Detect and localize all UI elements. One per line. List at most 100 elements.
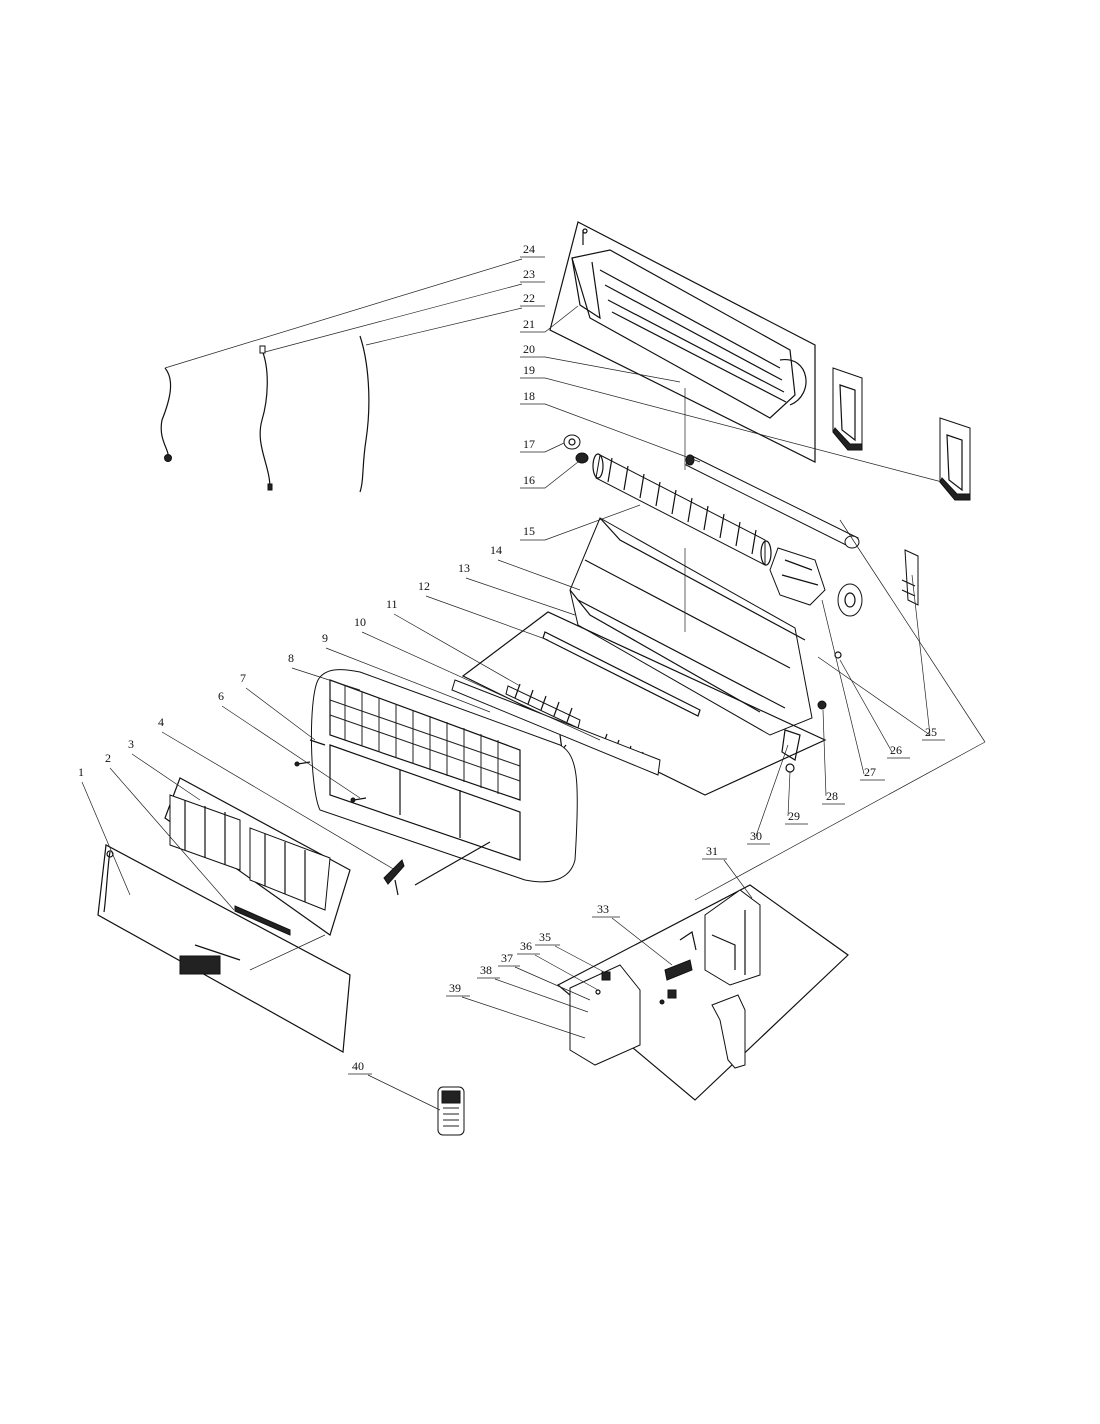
svg-text:17: 17	[523, 437, 535, 451]
svg-text:8: 8	[288, 651, 294, 665]
callout-40: 40	[348, 1059, 441, 1111]
svg-text:23: 23	[523, 267, 535, 281]
callout-21: 21	[520, 305, 579, 333]
svg-text:20: 20	[523, 342, 535, 356]
svg-text:37: 37	[501, 951, 513, 965]
callout-22: 22	[365, 291, 545, 346]
terminal-block	[664, 931, 697, 981]
svg-text:3: 3	[128, 737, 134, 751]
callout-9: 9	[322, 631, 491, 713]
evaporator-assembly	[549, 221, 816, 463]
callout-23: 23	[264, 267, 545, 353]
svg-text:2: 2	[105, 751, 111, 765]
front-panel	[97, 844, 351, 1053]
svg-text:11: 11	[386, 597, 398, 611]
callout-27: 27	[821, 599, 885, 781]
svg-text:22: 22	[523, 291, 535, 305]
svg-text:28: 28	[826, 789, 838, 803]
screw-6	[294, 761, 367, 803]
svg-text:36: 36	[520, 939, 532, 953]
svg-text:1: 1	[78, 765, 84, 779]
callout-19: 19	[520, 363, 943, 483]
svg-text:13: 13	[458, 561, 470, 575]
callout-16: 16	[520, 461, 579, 489]
svg-text:16: 16	[523, 473, 535, 487]
svg-text:15: 15	[523, 524, 535, 538]
callout-37: 37	[498, 951, 591, 1001]
callout-17: 17	[520, 437, 565, 453]
callout-35: 35	[535, 930, 605, 973]
cable-22	[359, 335, 370, 493]
callout-36: 36	[517, 939, 599, 991]
callout-38: 38	[477, 963, 589, 1013]
svg-text:31: 31	[706, 844, 718, 858]
callout-25: 25	[817, 574, 945, 741]
callout-20: 20	[520, 342, 681, 383]
control-box-region	[556, 884, 849, 1101]
pcb	[569, 964, 641, 1066]
callout-15: 15	[520, 504, 641, 541]
svg-text:18: 18	[523, 389, 535, 403]
svg-text:4: 4	[158, 715, 164, 729]
front-cover	[309, 669, 578, 883]
callout-8: 8	[288, 651, 361, 691]
drain-pipe-18	[685, 454, 860, 549]
cable-23	[259, 345, 273, 491]
sensor-30	[781, 729, 801, 761]
fan-motor	[769, 547, 863, 617]
svg-text:40: 40	[352, 1059, 364, 1073]
svg-text:25: 25	[925, 725, 937, 739]
svg-text:14: 14	[490, 543, 502, 557]
air-filter	[164, 777, 351, 936]
svg-text:39: 39	[449, 981, 461, 995]
svg-text:19: 19	[523, 363, 535, 377]
callout-28: 28	[822, 709, 845, 805]
callout-30: 30	[747, 744, 789, 845]
remote-control	[437, 1086, 465, 1136]
callout-6: 6	[218, 689, 361, 799]
svg-text:35: 35	[539, 930, 551, 944]
svg-text:21: 21	[523, 317, 535, 331]
callout-14: 14	[490, 543, 581, 591]
callout-26: 26	[839, 659, 910, 759]
screw-28	[817, 700, 827, 710]
stopper-4	[383, 841, 491, 896]
svg-text:38: 38	[480, 963, 492, 977]
callout-29: 29	[785, 771, 808, 825]
callout-39: 39	[446, 981, 586, 1039]
callout-10: 10	[354, 615, 601, 741]
callout-31: 31	[702, 844, 753, 899]
svg-text:33: 33	[597, 902, 609, 916]
svg-text:10: 10	[354, 615, 366, 629]
callout-4: 4	[158, 715, 396, 871]
chassis	[569, 517, 813, 736]
cable-24	[160, 367, 172, 462]
callout-18: 18	[520, 389, 701, 463]
svg-text:7: 7	[240, 671, 246, 685]
bracket-25	[901, 549, 919, 606]
clip-29	[785, 763, 795, 773]
callout-2: 2	[105, 751, 235, 911]
callout-3: 3	[128, 737, 201, 801]
callout-24: 24	[164, 242, 545, 369]
rail-12	[542, 631, 701, 717]
svg-text:27: 27	[864, 765, 876, 779]
svg-text:6: 6	[218, 689, 224, 703]
svg-text:29: 29	[788, 809, 800, 823]
mounting-plate-small	[832, 367, 863, 451]
svg-text:26: 26	[890, 743, 902, 757]
callout-12: 12	[418, 579, 549, 641]
svg-text:24: 24	[523, 242, 535, 256]
control-box	[704, 889, 761, 1069]
mounting-plate-large	[939, 417, 971, 501]
callout-1: 1	[78, 765, 131, 896]
svg-text:9: 9	[322, 631, 328, 645]
callout-7: 7	[240, 671, 316, 741]
svg-text:12: 12	[418, 579, 430, 593]
crossflow-fan	[592, 453, 772, 566]
callout-33: 33	[592, 902, 673, 966]
connector-small	[659, 989, 677, 1005]
bearing-17	[563, 434, 581, 450]
callout-13: 13	[458, 561, 576, 616]
